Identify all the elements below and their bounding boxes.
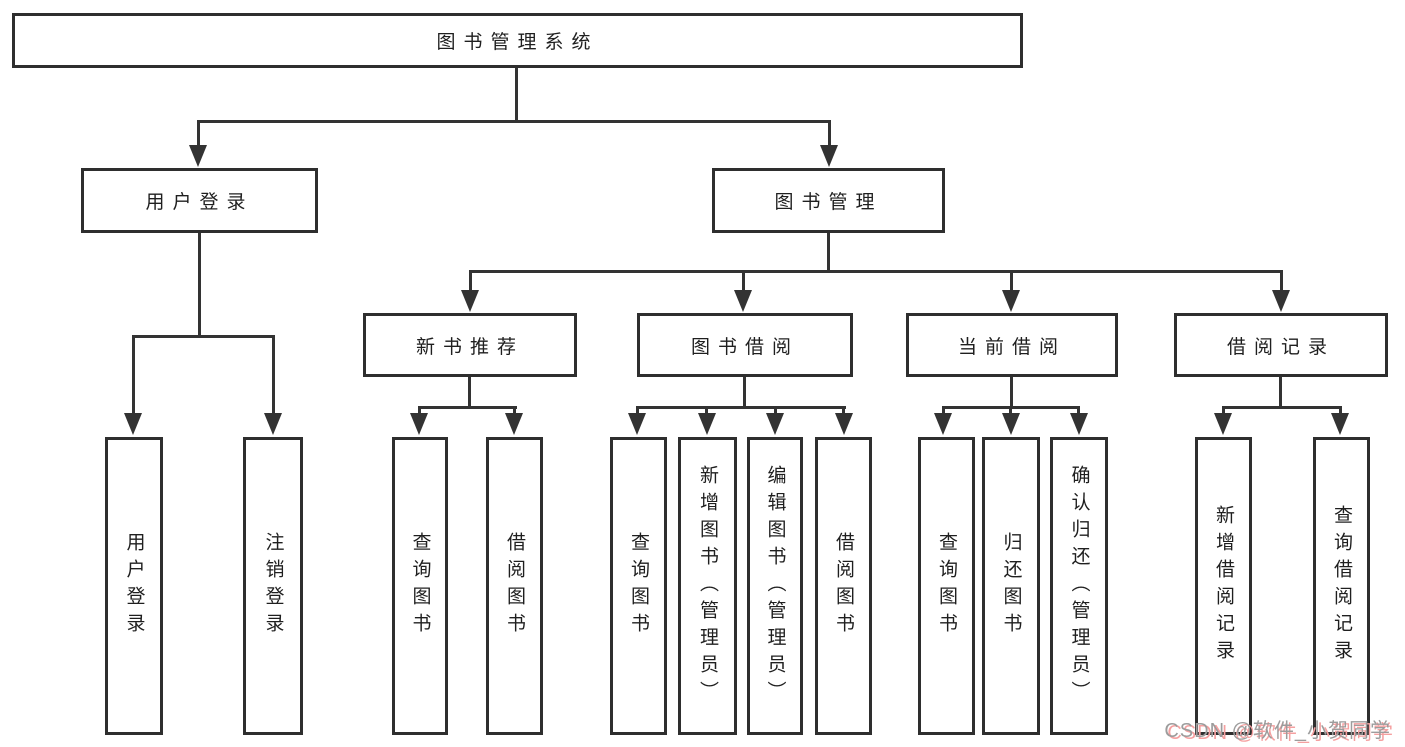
leaf-query-books-current-label: 查询图书 — [936, 532, 957, 640]
connector-line — [469, 270, 472, 292]
leaf-query-borrow-record-label: 查询借阅记录 — [1331, 505, 1352, 667]
node-current-borrow: 当前借阅 — [906, 313, 1118, 377]
arrowhead-down — [1214, 413, 1232, 435]
node-user-login-label: 用户登录 — [145, 192, 254, 213]
arrowhead-down — [1331, 413, 1349, 435]
connector-line — [469, 270, 1283, 273]
arrowhead-down — [820, 145, 838, 167]
leaf-logout-label: 注销登录 — [262, 532, 284, 640]
leaf-user-login: 用户登录 — [105, 437, 163, 735]
leaf-borrow-books-label: 借阅图书 — [833, 532, 854, 640]
arrowhead-down — [505, 413, 523, 435]
connector-line — [198, 233, 201, 337]
leaf-add-books-admin-label: 新增图书（管理员） — [697, 464, 718, 708]
arrowhead-down — [124, 413, 142, 435]
arrowhead-down — [189, 145, 207, 167]
arrowhead-down — [734, 290, 752, 312]
node-book-management: 图书管理 — [712, 168, 945, 233]
connector-line — [1222, 406, 1225, 415]
arrowhead-down — [698, 413, 716, 435]
connector-line — [636, 406, 846, 409]
leaf-query-books-borrow: 查询图书 — [610, 437, 667, 735]
arrowhead-down — [410, 413, 428, 435]
arrowhead-down — [1272, 290, 1290, 312]
connector-line — [1339, 406, 1342, 415]
arrowhead-down — [934, 413, 952, 435]
leaf-user-login-label: 用户登录 — [123, 532, 145, 640]
arrowhead-down — [766, 413, 784, 435]
connector-line — [636, 406, 639, 415]
leaf-query-borrow-record: 查询借阅记录 — [1313, 437, 1370, 735]
leaf-query-books-recommend: 查询图书 — [392, 437, 448, 735]
connector-line — [468, 377, 471, 408]
node-new-book-recommend: 新书推荐 — [363, 313, 577, 377]
connector-line — [197, 120, 831, 123]
node-library-system-label: 图书管理系统 — [436, 32, 599, 53]
leaf-query-books-borrow-label: 查询图书 — [628, 532, 649, 640]
arrowhead-down — [1002, 413, 1020, 435]
connector-line — [132, 335, 135, 415]
leaf-return-books-label: 归还图书 — [1000, 532, 1022, 640]
connector-line — [828, 120, 831, 147]
connector-line — [1010, 377, 1013, 408]
leaf-add-borrow-record: 新增借阅记录 — [1195, 437, 1252, 735]
arrowhead-down — [264, 413, 282, 435]
connector-line — [1280, 270, 1283, 292]
connector-line — [942, 406, 945, 415]
csdn-watermark: CSDN @软件_小贺同学 — [1164, 720, 1391, 742]
connector-line — [774, 406, 777, 415]
leaf-borrow-books: 借阅图书 — [815, 437, 872, 735]
arrowhead-down — [835, 413, 853, 435]
connector-line — [1222, 406, 1342, 409]
node-library-system: 图书管理系统 — [12, 13, 1023, 68]
arrowhead-down — [1002, 290, 1020, 312]
leaf-borrow-books-recommend-label: 借阅图书 — [504, 532, 525, 640]
node-book-borrow-label: 图书借阅 — [690, 336, 799, 358]
connector-line — [1010, 270, 1013, 292]
node-new-book-recommend-label: 新书推荐 — [415, 336, 524, 358]
connector-line — [272, 335, 275, 415]
arrowhead-down — [1070, 413, 1088, 435]
connector-line — [705, 406, 708, 415]
connector-line — [827, 233, 830, 272]
leaf-query-books-current: 查询图书 — [918, 437, 975, 735]
connector-line — [132, 335, 275, 338]
leaf-edit-books-admin: 编辑图书（管理员） — [747, 437, 803, 735]
connector-line — [418, 406, 517, 409]
leaf-confirm-return-admin: 确认归还（管理员） — [1050, 437, 1108, 735]
node-book-borrow: 图书借阅 — [637, 313, 853, 377]
leaf-borrow-books-recommend: 借阅图书 — [486, 437, 543, 735]
leaf-confirm-return-admin-label: 确认归还（管理员） — [1068, 464, 1090, 708]
node-user-login: 用户登录 — [81, 168, 318, 233]
leaf-edit-books-admin-label: 编辑图书（管理员） — [764, 464, 786, 708]
arrowhead-down — [461, 290, 479, 312]
arrowhead-down — [628, 413, 646, 435]
connector-line — [197, 120, 200, 147]
node-current-borrow-label: 当前借阅 — [957, 336, 1066, 358]
node-book-management-label: 图书管理 — [774, 192, 883, 213]
connector-line — [418, 406, 421, 415]
leaf-add-books-admin: 新增图书（管理员） — [678, 437, 737, 735]
connector-line — [743, 377, 746, 408]
connector-line — [1009, 406, 1012, 415]
connector-line — [515, 68, 518, 122]
connector-line — [742, 270, 745, 292]
leaf-logout: 注销登录 — [243, 437, 303, 735]
connector-line — [1279, 377, 1282, 408]
node-borrow-records-label: 借阅记录 — [1226, 336, 1335, 358]
leaf-query-books-recommend-label: 查询图书 — [409, 532, 431, 640]
connector-line — [513, 406, 516, 415]
leaf-return-books: 归还图书 — [982, 437, 1040, 735]
connector-line — [842, 406, 845, 415]
leaf-add-borrow-record-label: 新增借阅记录 — [1213, 505, 1234, 667]
connector-line — [1077, 406, 1080, 415]
node-borrow-records: 借阅记录 — [1174, 313, 1388, 377]
